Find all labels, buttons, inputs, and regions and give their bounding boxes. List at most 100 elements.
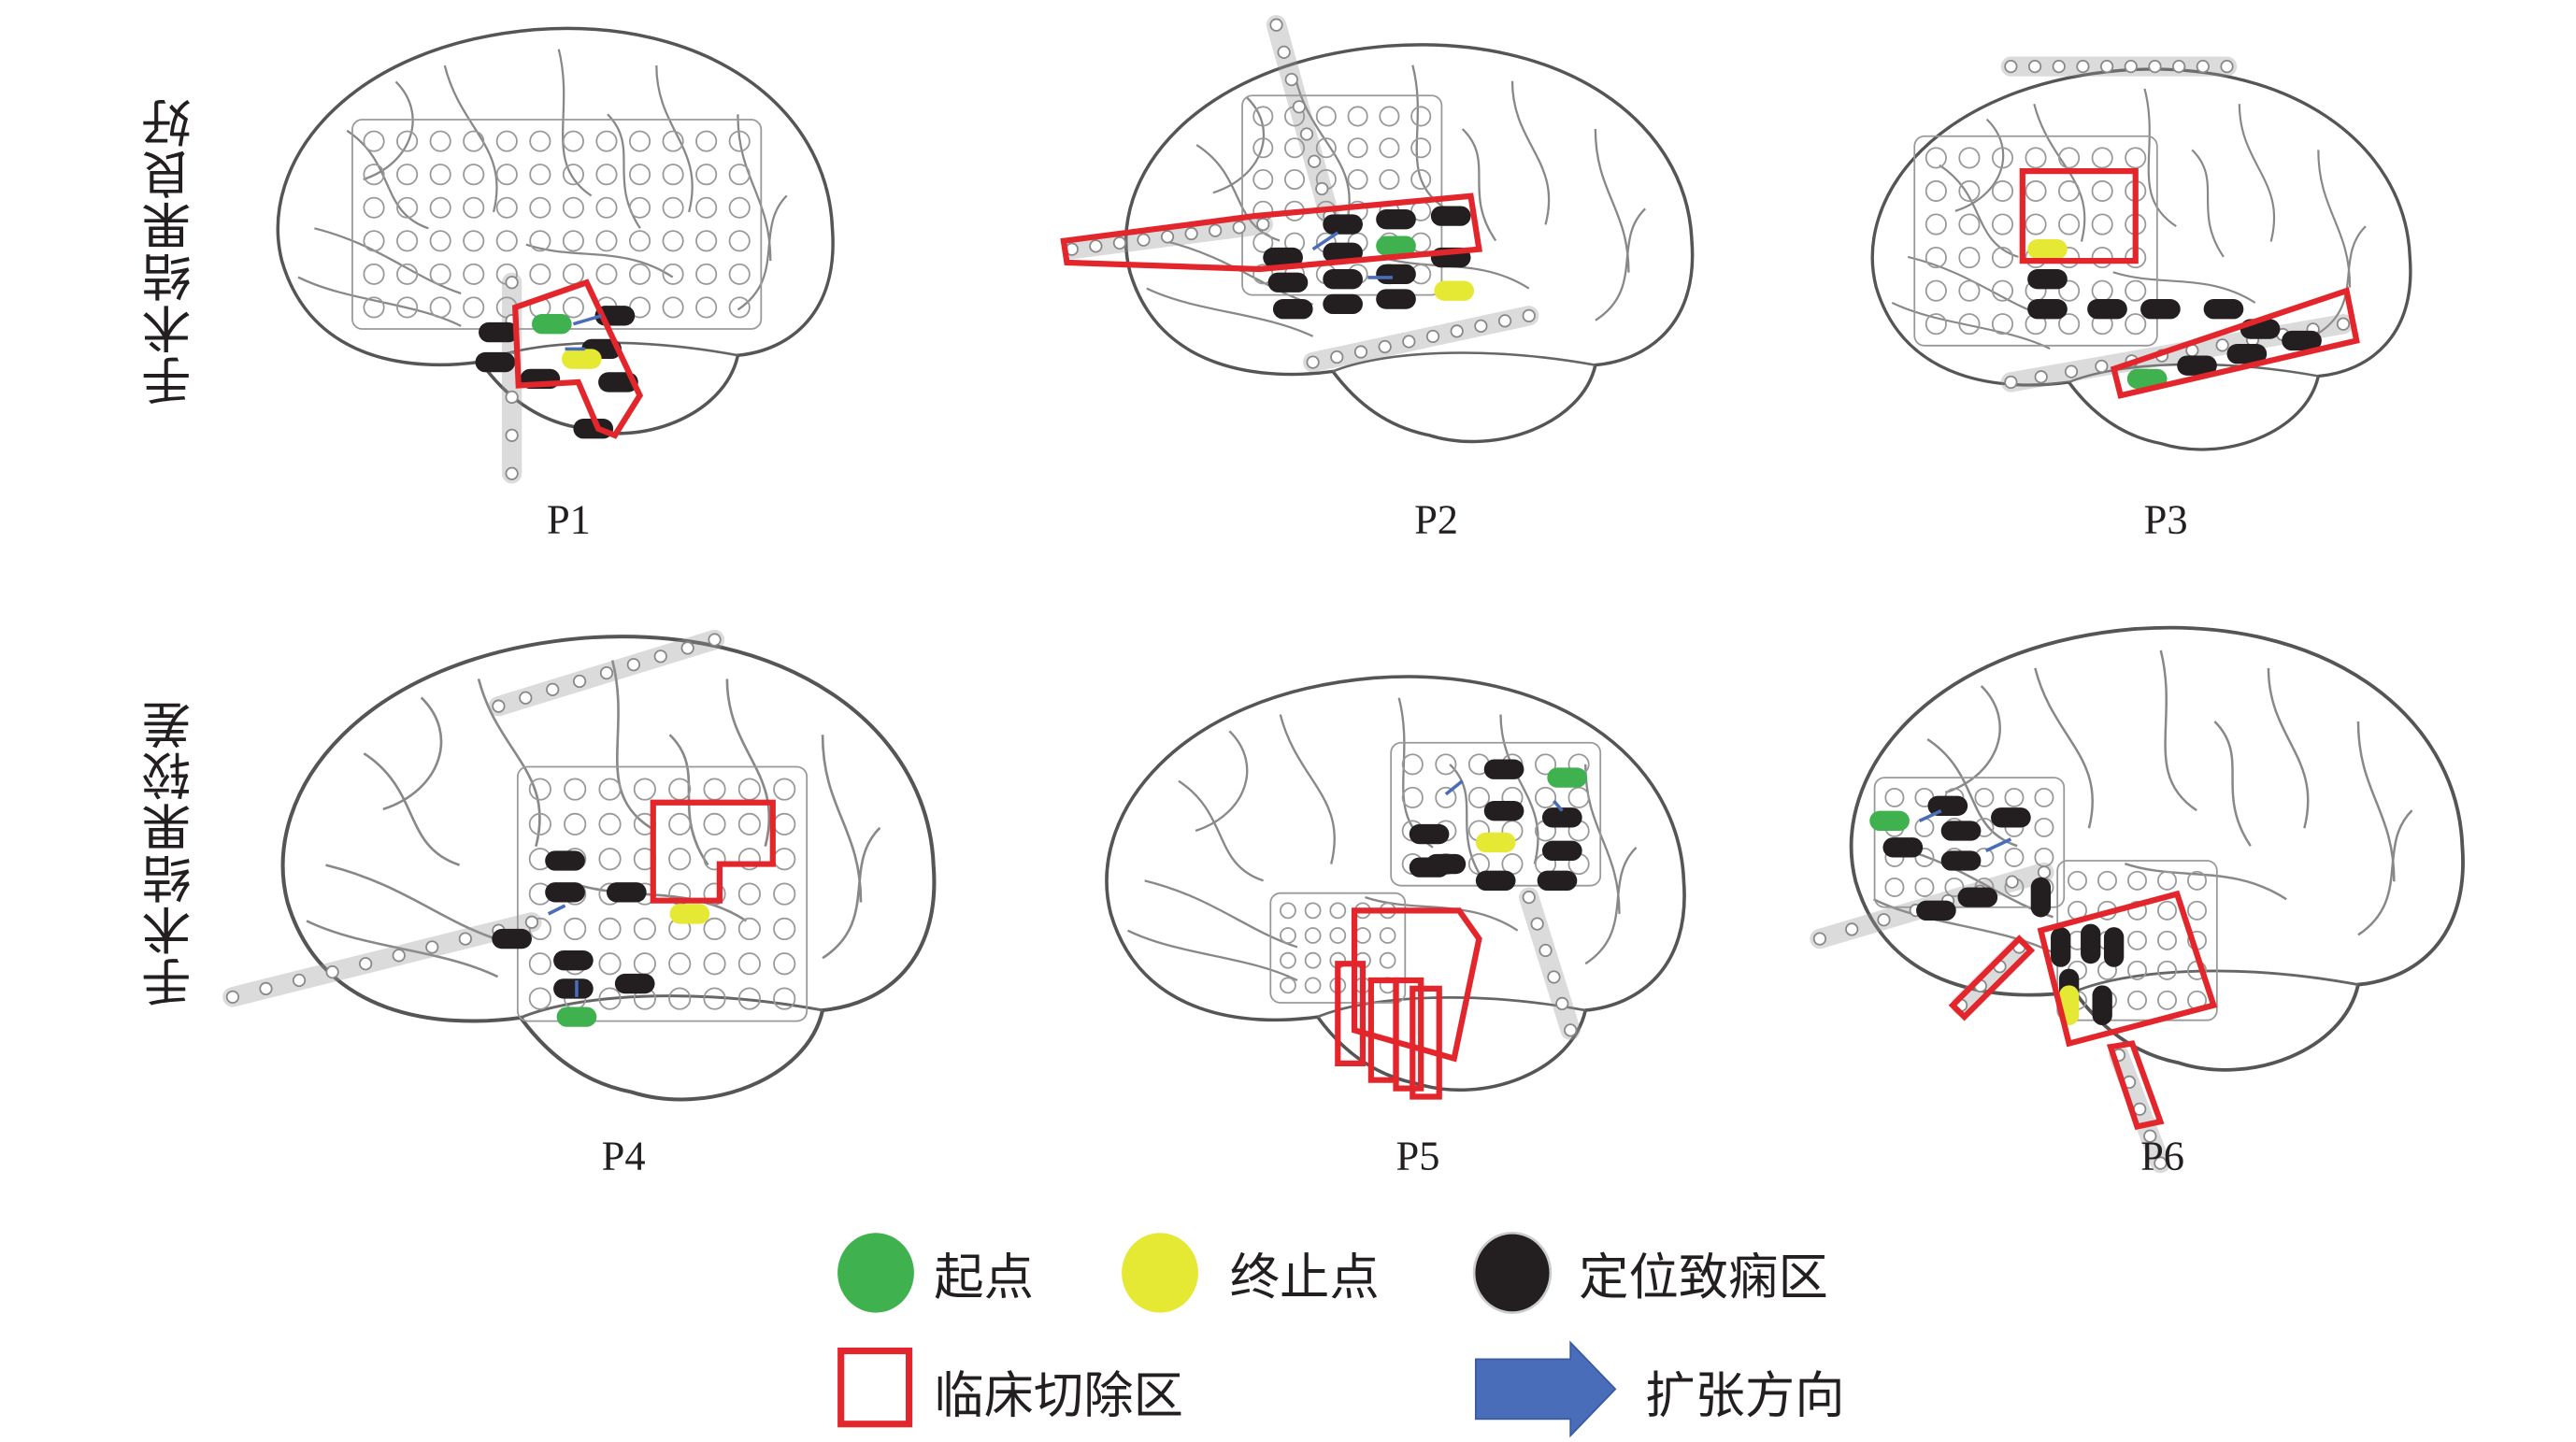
ez-electrode <box>1916 900 1956 921</box>
electrode-contact <box>1925 247 1947 269</box>
p3-resection-1 <box>2019 168 2139 264</box>
strip-contact <box>2076 60 2090 74</box>
electrode-contact <box>2058 179 2081 203</box>
electrode-contact <box>2091 179 2113 203</box>
electrode-contact <box>773 917 796 940</box>
electrode-contact <box>662 296 684 319</box>
ez-electrode <box>1376 289 1416 309</box>
strip-contact <box>1232 221 1246 235</box>
electrode-contact <box>1347 106 1368 127</box>
ez-electrode <box>1940 850 1982 871</box>
ez-electrode <box>2087 299 2127 320</box>
strip-contact <box>599 665 614 680</box>
strip-contact <box>492 699 506 713</box>
electrode-contact <box>1958 147 1981 169</box>
ez-electrode <box>2140 299 2181 320</box>
strip-contact <box>505 390 519 405</box>
electrode-contact <box>598 917 622 940</box>
ez-electrode <box>1475 870 1516 892</box>
electrode-contact <box>2091 147 2113 169</box>
electrode-contact <box>2127 990 2147 1010</box>
electrode-contact <box>595 130 618 152</box>
p2-resection <box>1060 193 1483 273</box>
end-electrode <box>1475 832 1516 853</box>
strip-contact <box>2037 865 2052 879</box>
electrode-contact <box>2157 870 2178 891</box>
strip-contact <box>1137 233 1151 247</box>
electrode-contact <box>1991 147 2014 169</box>
ez-electrode <box>2103 927 2125 967</box>
strip-contact <box>1812 932 1827 946</box>
strip-contact <box>1112 236 1127 250</box>
electrode-contact <box>668 812 692 835</box>
electrode-contact <box>1280 927 1296 944</box>
strip-contact <box>2196 60 2210 74</box>
electrode-contact <box>429 263 451 285</box>
legend-start-icon <box>837 1233 914 1313</box>
electrode-contact <box>628 263 651 285</box>
start-electrode <box>531 314 572 335</box>
strip-contact <box>2099 60 2114 74</box>
electrode-contact <box>1304 902 1322 920</box>
electrode-contact <box>495 230 518 252</box>
strip-contact <box>2027 60 2042 74</box>
electrode-contact <box>2068 870 2087 891</box>
electrode-contact <box>1567 786 1590 808</box>
start-electrode <box>2126 368 2168 390</box>
electrode-contact <box>562 296 584 319</box>
electrode-contact <box>529 230 551 252</box>
electrode-contact <box>598 987 622 1010</box>
electrode-contact <box>595 164 618 186</box>
electrode-contact <box>396 164 419 186</box>
expansion-arrow <box>1553 799 1564 812</box>
electrode-contact <box>2157 900 2178 921</box>
electrode-contact <box>628 230 651 252</box>
electrode-contact <box>1252 137 1274 159</box>
electrode-contact <box>1252 169 1274 191</box>
electrode-contact <box>1958 179 1981 203</box>
strip-contact <box>2034 370 2048 384</box>
electrode-contact <box>2091 247 2113 269</box>
electrode-contact <box>1958 313 1981 336</box>
p5-resection-strip <box>1393 977 1424 1092</box>
legend-resection-label: 临床切除区 <box>934 1367 1183 1426</box>
row-label-good: 手术结果良好 <box>142 96 202 406</box>
strip-contact <box>1877 913 1891 927</box>
strip-contact <box>2143 1129 2157 1143</box>
electrode-contact <box>2125 147 2147 169</box>
electrode-contact <box>562 130 584 152</box>
strip-contact <box>680 641 694 655</box>
electrode-contact <box>2157 930 2178 950</box>
strip-contact <box>392 949 406 963</box>
electrode-contact <box>495 130 518 152</box>
electrode-contact <box>598 778 622 801</box>
end-electrode <box>2027 239 2068 260</box>
electrode-contact <box>2127 960 2147 980</box>
electrode-contact <box>1347 137 1368 159</box>
strip-contact <box>1269 18 1283 32</box>
ez-electrode <box>606 882 647 903</box>
panel-label-p2: P2 <box>1414 498 1459 544</box>
strip-contact <box>572 674 587 689</box>
electrode-contact <box>1280 951 1296 969</box>
electrode-contact <box>1925 279 1947 302</box>
strip-contact <box>1564 1023 1578 1037</box>
ez-electrode <box>1425 853 1467 875</box>
brain-outline-p4 <box>283 636 935 1099</box>
start-electrode <box>556 1007 597 1027</box>
p4-resection <box>650 799 776 904</box>
electrode-contact <box>363 164 385 186</box>
ez-electrode <box>1991 807 2031 828</box>
ez-electrode <box>475 351 516 373</box>
strip-contact <box>1256 217 1270 232</box>
strip-contact <box>1497 314 1512 328</box>
strip-contact <box>1315 181 1329 196</box>
ez-electrode <box>2092 985 2112 1026</box>
electrode-contact <box>564 778 587 801</box>
electrode-contact <box>1534 753 1557 776</box>
electrode-contact <box>2187 900 2208 921</box>
ez-electrode <box>2177 355 2217 376</box>
legend-ez-label: 定位致痫区 <box>1579 1249 1828 1308</box>
electrode-contact <box>529 164 551 186</box>
electrode-contact <box>528 917 551 940</box>
